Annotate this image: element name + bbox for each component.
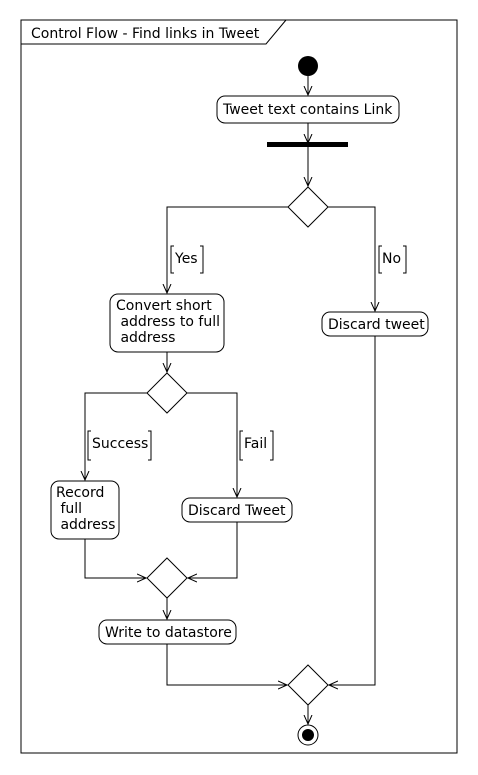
fork-bar: [267, 142, 348, 147]
frame-title-tab: [21, 19, 287, 45]
node-convert-short-address-label: Convert short address to full address: [0, 0, 242, 346]
edge-fail-to-merge: [188, 522, 238, 578]
edge-discard-to-final-merge: [329, 336, 376, 685]
node-tweet-contains-link-label: Tweet text contains Link: [222, 102, 393, 118]
decision-convert-result: [146, 372, 188, 414]
node-write-datastore-label: Write to datastore: [105, 625, 232, 641]
merge-convert-result: [146, 557, 188, 599]
guard-yes-bracket: [170, 245, 204, 274]
guard-success-label: Success: [92, 436, 148, 452]
node-discard-tweet-no-label: Discard tweet: [328, 317, 425, 333]
diagram-frame: [20, 19, 458, 754]
guard-yes-label: Yes: [174, 251, 198, 267]
edge-record-to-merge: [84, 539, 146, 578]
guard-no-bracket: [378, 245, 407, 274]
edge-fail-branch: [187, 392, 237, 497]
guard-no-label: No: [382, 251, 401, 267]
guard-success-bracket: [87, 430, 152, 461]
edge-yes-branch: [167, 206, 288, 293]
edge-success-branch: [85, 392, 147, 480]
node-record-full-address-label: Record full address: [0, 0, 129, 533]
edge-no-branch: [328, 206, 375, 311]
node-discard-tweet-fail-label: Discard Tweet: [188, 503, 286, 519]
frame-title: Control Flow - Find links in Tweet: [31, 26, 260, 42]
start-node: [298, 56, 318, 76]
edge-write-to-final-merge: [166, 644, 287, 685]
guard-fail-bracket: [239, 430, 274, 461]
guard-fail-label: Fail: [244, 436, 267, 452]
merge-final: [287, 664, 329, 706]
end-node-inner: [302, 729, 314, 741]
decision-has-link: [287, 186, 329, 228]
